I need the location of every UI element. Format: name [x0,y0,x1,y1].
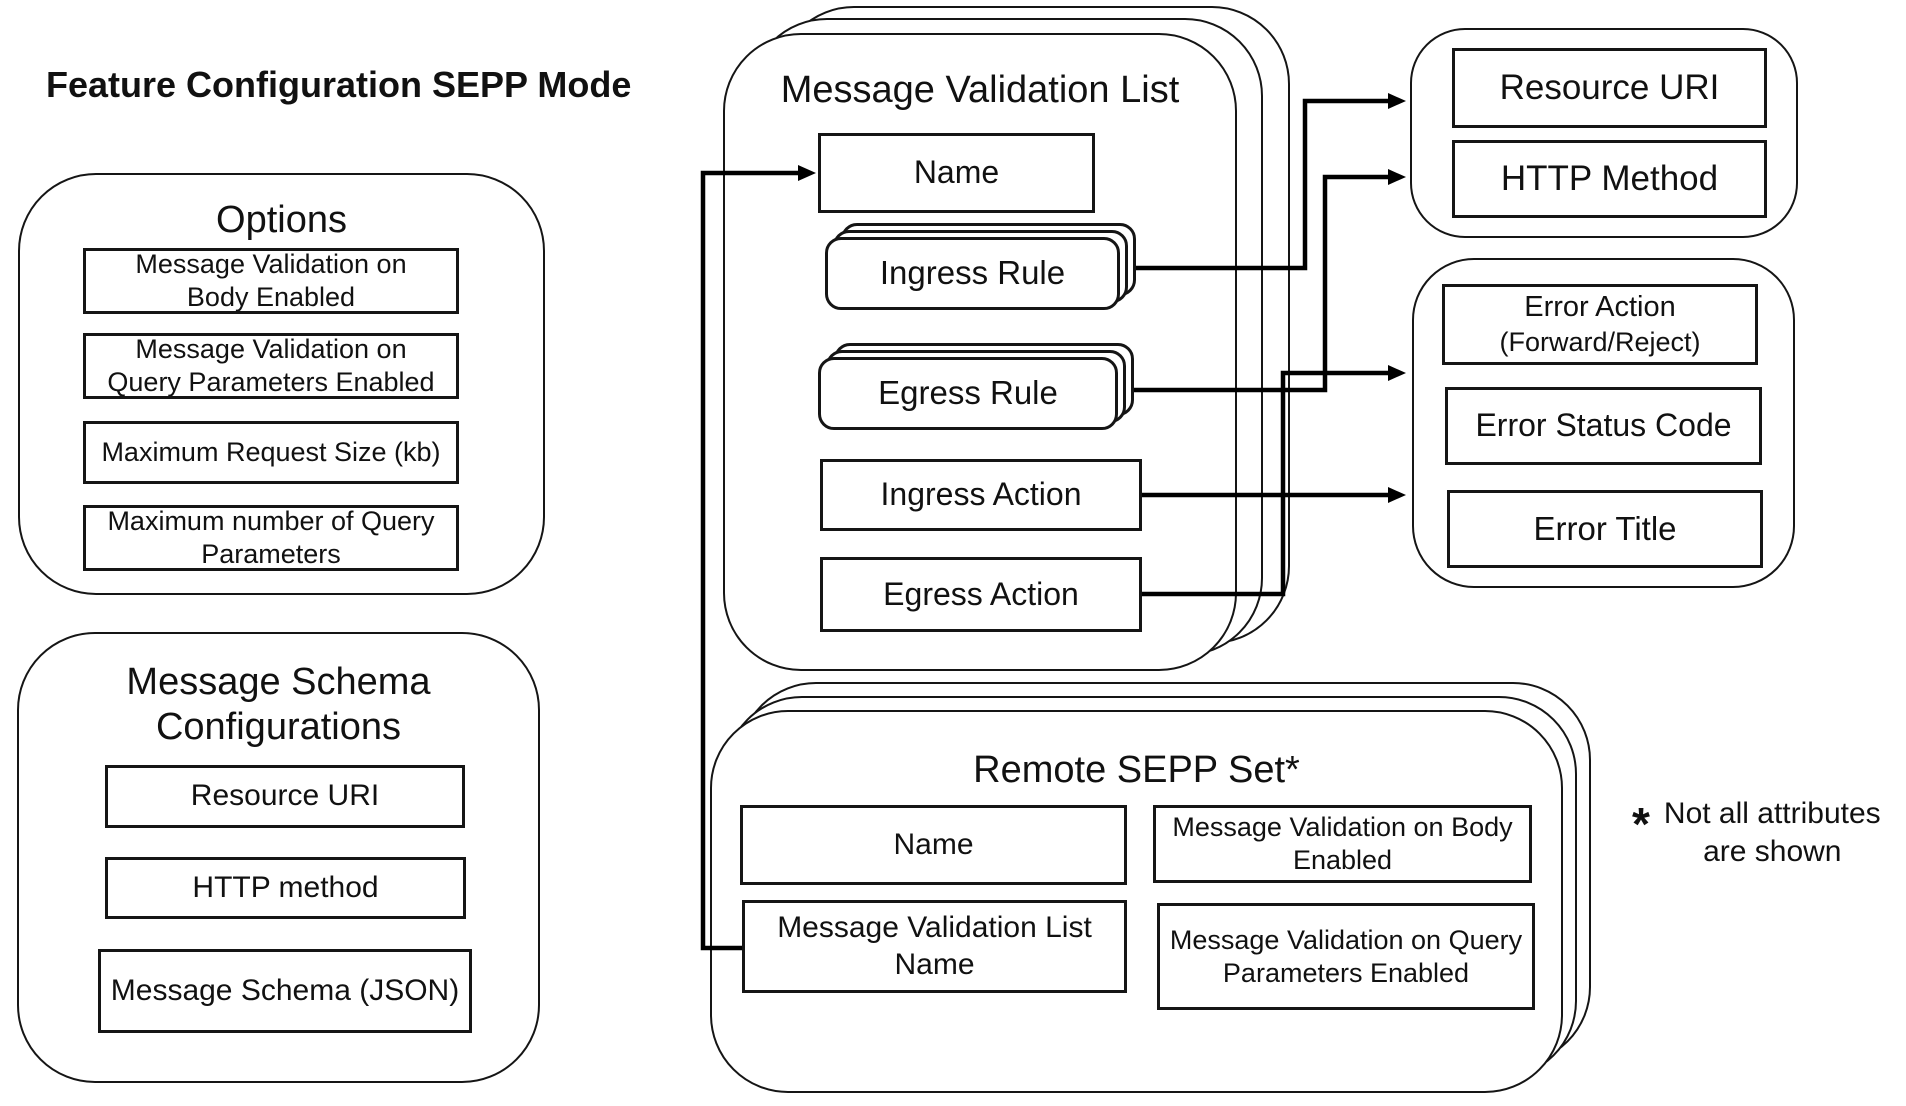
option-line: Message Validation on [135,334,407,365]
validation-list-heading: Message Validation List [780,69,1180,111]
box-label: (Forward/Reject) [1499,326,1701,357]
error-status-code-box: Error Status Code [1445,387,1762,465]
option-message-validation-query: Message Validation on Query Parameters E… [83,333,459,399]
error-title-box: Error Title [1447,490,1763,568]
http-method-box: HTTP Method [1452,140,1767,218]
asterisk-icon: * [1632,798,1650,850]
validation-list-name-box: Name [818,133,1095,213]
box-label: Error Status Code [1475,407,1732,444]
egress-action-box: Egress Action [820,557,1142,632]
box-label: Name [913,154,1000,191]
remote-sepp-body-enabled-box: Message Validation on Body Enabled [1153,805,1532,883]
schema-resource-uri-box: Resource URI [105,765,465,828]
page-title: Feature Configuration SEPP Mode [46,64,632,105]
options-heading: Options [216,199,347,241]
resource-uri-box: Resource URI [1452,48,1767,128]
box-label: Message Validation on Query [1169,924,1523,955]
option-line: Query Parameters Enabled [107,367,435,397]
footnote-text: Not all attributes are shown [1664,795,1881,870]
error-action-box: Error Action (Forward/Reject) [1442,284,1758,365]
box-label: Ingress Action [880,476,1082,513]
box-label: Parameters Enabled [1222,957,1470,988]
box-label: Egress Rule [878,374,1058,412]
ingress-action-box: Ingress Action [820,459,1142,531]
box-label: Message Schema (JSON) [110,973,460,1007]
schema-http-method-box: HTTP method [105,857,466,919]
remote-sepp-validation-list-name-box: Message Validation List Name [742,900,1127,993]
box-label: Error Title [1533,509,1677,547]
footnote: * Not all attributes are shown [1632,795,1898,870]
footnote-line: Not all attributes [1663,797,1881,830]
box-label: Enabled [1292,845,1393,875]
heading-line: Message Schema [126,661,431,703]
option-max-query-parameters: Maximum number of Query Parameters [83,505,459,571]
option-line: Body Enabled [186,282,356,312]
box-label: HTTP Method [1500,158,1719,198]
box-label: Error Action [1524,291,1676,324]
box-label: Ingress Rule [879,254,1066,292]
option-max-request-size: Maximum Request Size (kb) [83,421,459,484]
remote-sepp-heading: Remote SEPP Set* [973,749,1300,791]
remote-sepp-name-box: Name [740,805,1127,885]
schema-json-box: Message Schema (JSON) [98,949,472,1033]
option-line: Message Validation on [135,249,407,280]
option-line: Parameters [201,539,341,569]
box-label: Message Validation on Body [1172,812,1513,843]
box-label: HTTP method [192,870,379,904]
box-label: Name [893,827,974,861]
box-label: Resource URI [1499,67,1720,107]
footnote-line: are shown [1703,834,1842,868]
heading-line: Configurations [155,705,402,748]
remote-sepp-query-enabled-box: Message Validation on Query Parameters E… [1157,903,1535,1010]
box-label: Name [894,947,975,981]
option-message-validation-body: Message Validation on Body Enabled [83,248,459,314]
option-line: Maximum number of Query [107,506,435,537]
box-label: Egress Action [883,575,1079,612]
option-line: Maximum Request Size (kb) [101,437,441,468]
message-schema-heading: Message Schema Configurations [17,660,540,750]
egress-rule-box: Egress Rule [818,357,1118,430]
box-label: Resource URI [190,779,380,813]
box-label: Message Validation List [777,910,1092,944]
ingress-rule-box: Ingress Rule [825,237,1120,310]
